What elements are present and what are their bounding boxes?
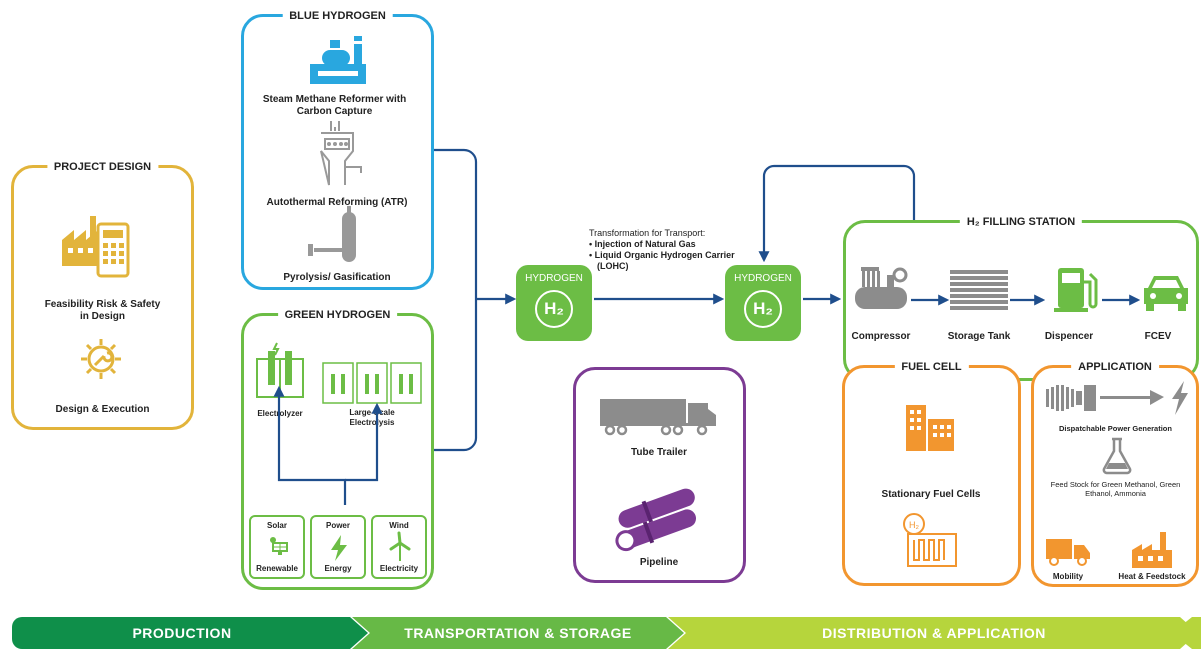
fuel-cell-panel: FUEL CELL xyxy=(842,359,1021,586)
compressor-icon xyxy=(855,267,908,309)
fcev-car-icon xyxy=(1144,276,1188,311)
storage-tank-label: Storage Tank xyxy=(947,331,1011,342)
building-icon xyxy=(906,405,954,451)
source-power-bottom: Energy xyxy=(324,564,352,573)
transformation-text: Transformation for Transport: • Injectio… xyxy=(589,228,749,272)
fcev-label: FCEV xyxy=(1144,331,1172,342)
source-solar: Solar Renewable xyxy=(249,515,305,579)
pyrolysis-icon xyxy=(308,206,356,262)
turbine-power-icon xyxy=(1046,381,1188,415)
filling-station-title: H₂ FILLING STATION xyxy=(959,214,1083,230)
lightning-icon xyxy=(331,535,347,561)
flask-icon xyxy=(1102,437,1132,475)
fuel-cell-stack-icon: H₂ xyxy=(903,513,957,567)
phase-transportation-storage: TRANSPORTATION & STORAGE xyxy=(404,625,632,641)
transformation-item: • Injection of Natural Gas xyxy=(589,239,696,249)
atr-label: Autothermal Reforming (ATR) xyxy=(266,197,408,208)
pipeline-icon xyxy=(615,488,697,552)
source-solar-top: Solar xyxy=(266,521,287,530)
green-hydrogen-title: GREEN HYDROGEN xyxy=(277,307,398,323)
svg-text:H₂: H₂ xyxy=(909,520,919,530)
atr-reactor-icon xyxy=(320,121,362,186)
solar-panel-icon xyxy=(270,537,288,555)
hydrogen-node-1-symbol: H₂ xyxy=(535,290,573,328)
fuel-dispenser-icon xyxy=(1054,268,1098,312)
phase-production: PRODUCTION xyxy=(132,625,232,641)
source-power: Power Energy xyxy=(310,515,366,579)
stationary-fuel-cells-label: Stationary Fuel Cells xyxy=(881,489,981,500)
wind-turbine-icon xyxy=(389,531,411,561)
source-wind-top: Wind xyxy=(389,521,409,530)
source-power-top: Power xyxy=(325,521,350,530)
feasibility-icon xyxy=(62,216,130,278)
large-scale-electrolysis-icon xyxy=(322,362,422,404)
factory-icon xyxy=(1132,532,1172,568)
phase-distribution-application: DISTRIBUTION & APPLICATION xyxy=(822,625,1046,641)
truck-icon xyxy=(1046,539,1090,566)
hydrogen-node-1: HYDROGEN H₂ xyxy=(516,265,592,341)
heat-feedstock-label: Heat & Feedstock xyxy=(1118,572,1186,581)
pipeline-label: Pipeline xyxy=(639,557,679,568)
dispatchable-power-label: Dispatchable Power Generation xyxy=(1059,424,1172,433)
transformation-item-text: Liquid Organic Hydrogen Carrier (LOHC) xyxy=(594,250,735,271)
smr-label: Steam Methane Reformer with Carbon Captu… xyxy=(262,94,407,117)
feasibility-label: Feasibility Risk & Safety in Design xyxy=(44,299,161,322)
design-execution-label: Design & Execution xyxy=(55,404,150,415)
storage-tank-icon xyxy=(950,270,1008,310)
mobility-label: Mobility xyxy=(1052,572,1084,581)
fuel-cell-title: FUEL CELL xyxy=(894,359,969,375)
source-solar-bottom: Renewable xyxy=(256,564,298,573)
source-wind-bottom: Electricity xyxy=(379,564,419,573)
blue-hydrogen-title: BLUE HYDROGEN xyxy=(282,8,393,24)
transformation-item-text: Injection of Natural Gas xyxy=(594,239,696,249)
project-design-title: PROJECT DESIGN xyxy=(46,159,159,175)
steam-reformer-icon xyxy=(310,36,366,84)
hydrogen-node-1-label: HYDROGEN xyxy=(525,273,583,284)
gear-wrench-icon xyxy=(81,339,121,379)
application-title: APPLICATION xyxy=(1071,359,1159,375)
transformation-item: • Liquid Organic Hydrogen Carrier (LOHC) xyxy=(589,250,735,271)
hydrogen-node-2-symbol: H₂ xyxy=(744,290,782,328)
project-design-panel: PROJECT DESIGN xyxy=(11,159,194,430)
transformation-heading: Transformation for Transport: xyxy=(589,228,706,238)
pyrolysis-label: Pyrolysis/ Gasification xyxy=(283,272,391,283)
hydrogen-node-2-label: HYDROGEN xyxy=(734,273,792,284)
compressor-label: Compressor xyxy=(851,331,911,342)
blue-hydrogen-panel: BLUE HYDROGEN xyxy=(241,8,434,290)
tube-trailer-icon xyxy=(600,399,716,436)
dispenser-label: Dispencer xyxy=(1044,331,1094,342)
hydrogen-node-2: HYDROGEN H₂ xyxy=(725,265,801,341)
feedstock-label: Feed Stock for Green Methanol, Green Eth… xyxy=(1050,480,1181,498)
source-wind: Wind Electricity xyxy=(371,515,427,579)
tube-trailer-label: Tube Trailer xyxy=(631,447,687,458)
